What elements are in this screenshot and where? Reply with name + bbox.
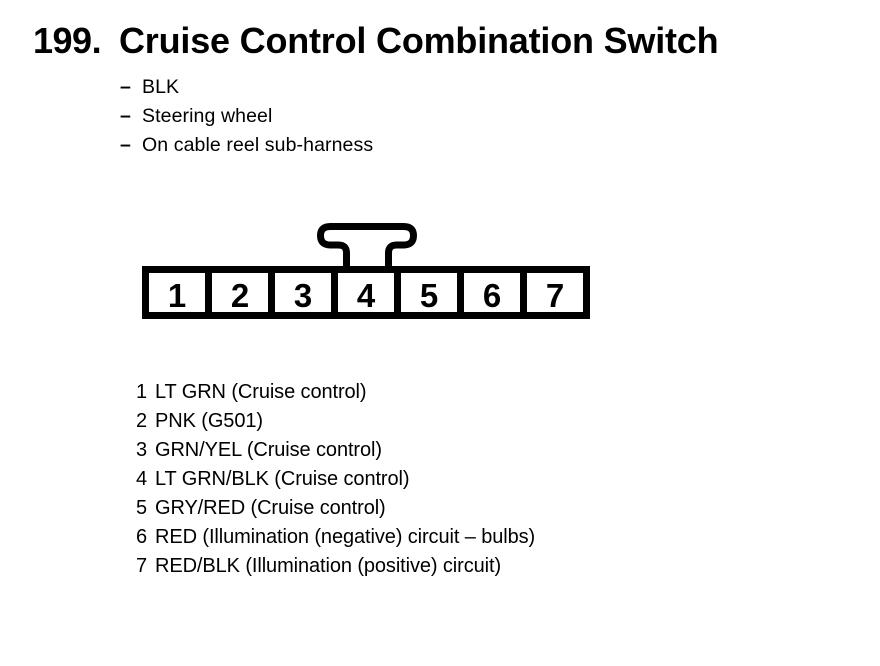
pinout-row: 6 RED (Illumination (negative) circuit –… (136, 523, 535, 552)
connector-body (142, 266, 590, 319)
pinout-row: 2 PNK (G501) (136, 407, 535, 436)
pin-wire-description: LT GRN (Cruise control) (155, 381, 367, 403)
pin-number: 2 (136, 410, 148, 432)
figure-number: 199. (33, 20, 102, 61)
connector-key-tab (317, 223, 417, 271)
pin-number: 3 (136, 439, 148, 461)
dash-bullet: – (120, 105, 131, 127)
pin-number: 7 (136, 555, 148, 577)
pin-wire-description: RED/BLK (Illumination (positive) circuit… (155, 555, 501, 577)
pin-wire-description: PNK (G501) (155, 410, 263, 432)
dash-bullet: – (120, 134, 131, 156)
pinout-row: 1 LT GRN (Cruise control) (136, 378, 535, 407)
pin-wire-description: GRN/YEL (Cruise control) (155, 439, 382, 461)
cavity-number: 4 (357, 277, 376, 314)
pinout-row: 7 RED/BLK (Illumination (positive) circu… (136, 552, 535, 581)
attribute-item: – BLK (120, 73, 373, 102)
pinout-row: 4 LT GRN/BLK (Cruise control) (136, 465, 535, 494)
pinout-row: 3 GRN/YEL (Cruise control) (136, 436, 535, 465)
pin-number: 4 (136, 468, 148, 490)
pin-number: 5 (136, 497, 148, 519)
dash-bullet: – (120, 76, 131, 98)
pinout-list: 1 LT GRN (Cruise control) 2 PNK (G501) 3… (136, 378, 535, 581)
attribute-label: On cable reel sub-harness (142, 134, 374, 156)
attribute-label: BLK (142, 76, 180, 98)
cavity-number: 6 (483, 277, 501, 314)
cavity-number: 2 (231, 277, 249, 314)
attribute-item: – On cable reel sub-harness (120, 131, 373, 160)
pin-wire-description: RED (Illumination (negative) circuit – b… (155, 526, 536, 548)
pin-number: 1 (136, 381, 148, 403)
pinout-row: 5 GRY/RED (Cruise control) (136, 494, 535, 523)
connector-diagram: 1 2 3 4 5 6 7 (142, 223, 590, 319)
pin-number: 6 (136, 526, 148, 548)
cavity-number: 5 (420, 277, 438, 314)
cavity-number: 7 (546, 277, 564, 314)
cavity-number: 3 (294, 277, 312, 314)
pin-wire-description: GRY/RED (Cruise control) (155, 497, 386, 519)
attribute-label: Steering wheel (142, 105, 273, 127)
attribute-list: – BLK – Steering wheel – On cable reel s… (120, 73, 373, 160)
attribute-item: – Steering wheel (120, 102, 373, 131)
figure-title: Cruise Control Combination Switch (119, 20, 719, 61)
pin-wire-description: LT GRN/BLK (Cruise control) (155, 468, 410, 490)
cavity-number: 1 (168, 277, 186, 314)
